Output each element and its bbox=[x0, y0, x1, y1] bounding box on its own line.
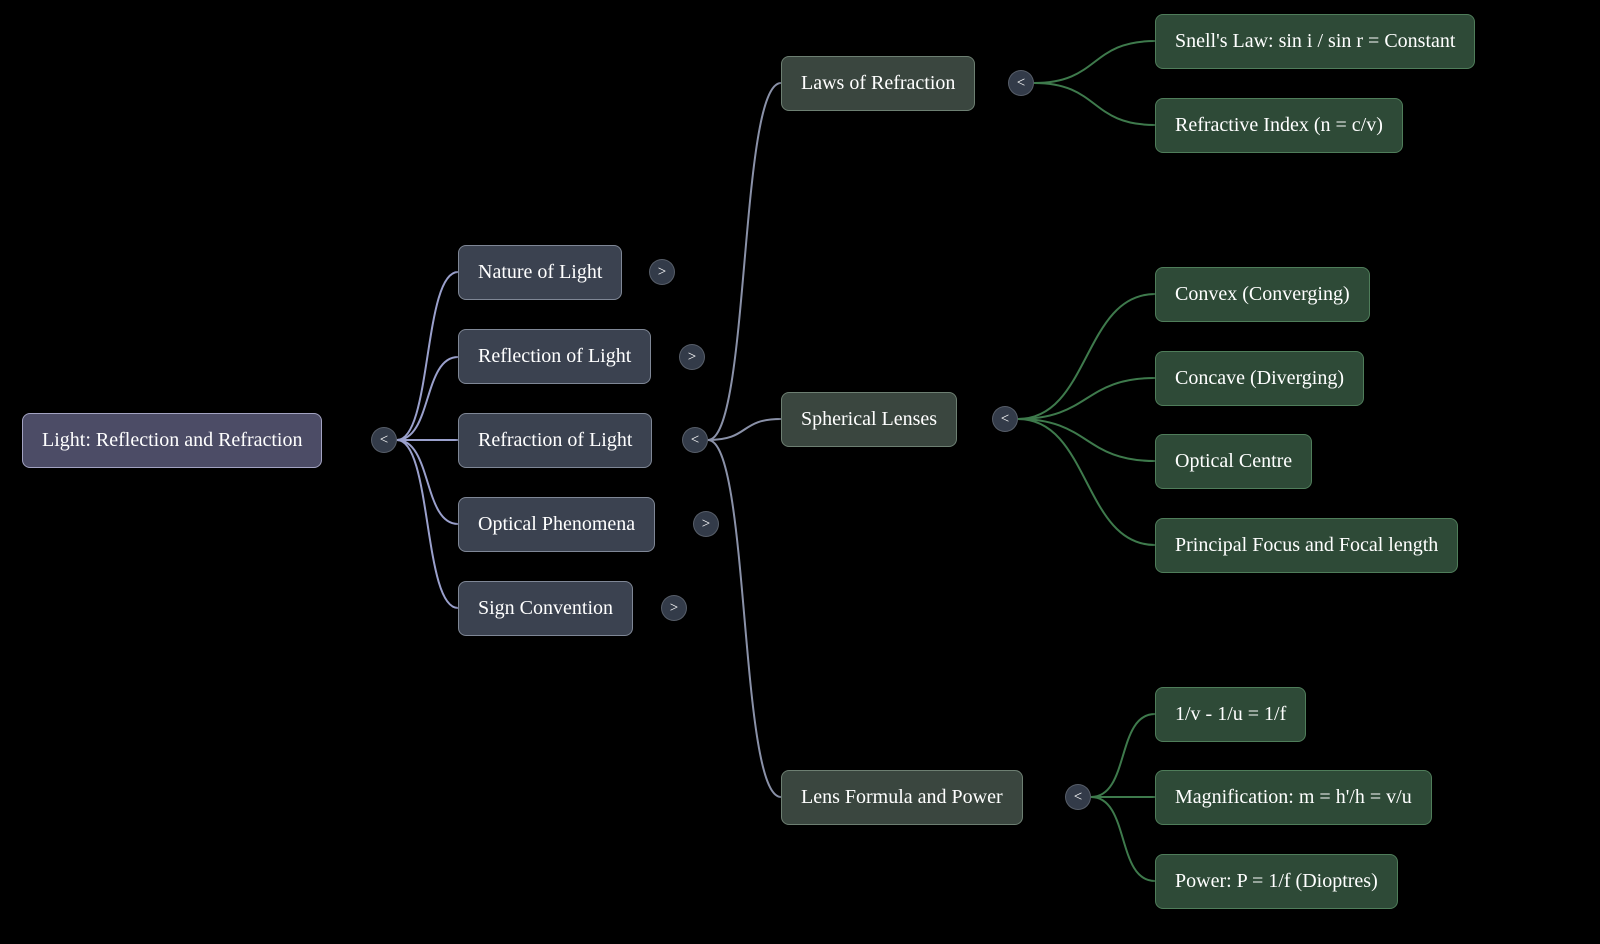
node-reflection-of-light[interactable]: Reflection of Light bbox=[458, 329, 652, 384]
node-label: Concave (Diverging) bbox=[1175, 367, 1345, 389]
node-optical-phenomena[interactable]: Optical Phenomena bbox=[458, 497, 656, 552]
node-label: Magnification: m = h'/h = v/u bbox=[1175, 786, 1412, 808]
node-label: Refractive Index (n = c/v) bbox=[1175, 114, 1383, 136]
node-label: Principal Focus and Focal length bbox=[1175, 534, 1439, 556]
node-label: Spherical Lenses bbox=[801, 408, 938, 430]
node-label: Lens Formula and Power bbox=[801, 786, 1003, 808]
node-laws-of-refraction[interactable]: Laws of Refraction bbox=[781, 56, 976, 111]
node-concave-diverging[interactable]: Concave (Diverging) bbox=[1155, 351, 1365, 406]
collapse-toggle-spherical-lenses[interactable]: < bbox=[992, 406, 1018, 432]
node-snells-law[interactable]: Snell's Law: sin i / sin r = Constant bbox=[1155, 14, 1476, 69]
node-label: Optical Centre bbox=[1175, 450, 1293, 472]
node-lens-formula[interactable]: 1/v - 1/u = 1/f bbox=[1155, 687, 1307, 742]
node-label: Refraction of Light bbox=[478, 429, 633, 451]
expand-toggle-reflection-of-light[interactable]: > bbox=[679, 344, 705, 370]
collapse-toggle-laws-of-refraction[interactable]: < bbox=[1008, 70, 1034, 96]
node-refractive-index[interactable]: Refractive Index (n = c/v) bbox=[1155, 98, 1403, 153]
collapse-toggle-lens-formula-and-power[interactable]: < bbox=[1065, 784, 1091, 810]
node-refraction-of-light[interactable]: Refraction of Light bbox=[458, 413, 653, 468]
node-label: 1/v - 1/u = 1/f bbox=[1175, 703, 1287, 725]
node-power[interactable]: Power: P = 1/f (Dioptres) bbox=[1155, 854, 1398, 909]
collapse-toggle-light-reflection-and-refraction[interactable]: < bbox=[371, 427, 397, 453]
expand-toggle-nature-of-light[interactable]: > bbox=[649, 259, 675, 285]
node-label: Nature of Light bbox=[478, 261, 603, 283]
node-label: Laws of Refraction bbox=[801, 72, 956, 94]
node-magnification[interactable]: Magnification: m = h'/h = v/u bbox=[1155, 770, 1432, 825]
node-principal-focus-and-focal-length[interactable]: Principal Focus and Focal length bbox=[1155, 518, 1459, 573]
expand-toggle-optical-phenomena[interactable]: > bbox=[693, 511, 719, 537]
node-label: Power: P = 1/f (Dioptres) bbox=[1175, 870, 1378, 892]
node-label: Convex (Converging) bbox=[1175, 283, 1350, 305]
node-optical-centre[interactable]: Optical Centre bbox=[1155, 434, 1313, 489]
node-label: Reflection of Light bbox=[478, 345, 632, 367]
node-label: Snell's Law: sin i / sin r = Constant bbox=[1175, 30, 1456, 52]
collapse-toggle-refraction-of-light[interactable]: < bbox=[682, 427, 708, 453]
node-label: Light: Reflection and Refraction bbox=[42, 429, 303, 451]
node-light-reflection-and-refraction[interactable]: Light: Reflection and Refraction bbox=[22, 413, 323, 468]
node-convex-converging[interactable]: Convex (Converging) bbox=[1155, 267, 1370, 322]
node-label: Optical Phenomena bbox=[478, 513, 636, 535]
node-sign-convention[interactable]: Sign Convention bbox=[458, 581, 634, 636]
node-lens-formula-and-power[interactable]: Lens Formula and Power bbox=[781, 770, 1023, 825]
expand-toggle-sign-convention[interactable]: > bbox=[661, 595, 687, 621]
node-label: Sign Convention bbox=[478, 597, 614, 619]
node-spherical-lenses[interactable]: Spherical Lenses bbox=[781, 392, 958, 447]
node-nature-of-light[interactable]: Nature of Light bbox=[458, 245, 623, 300]
